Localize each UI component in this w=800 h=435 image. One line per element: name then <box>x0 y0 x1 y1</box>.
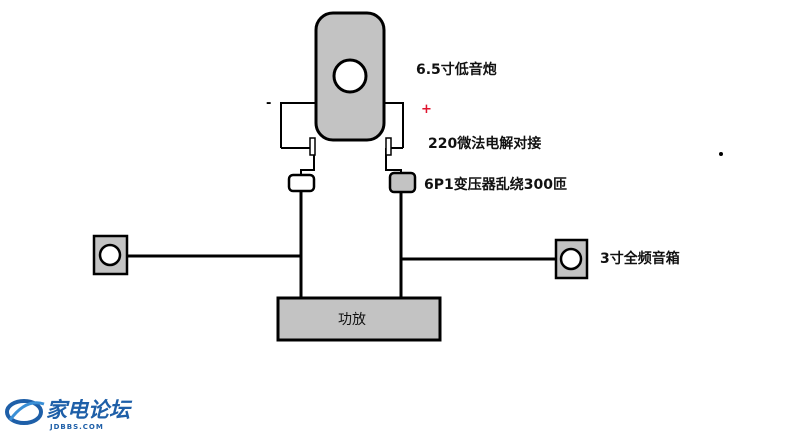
logo-text-cn: 家电论坛 <box>46 398 133 422</box>
capacitor <box>309 137 392 156</box>
woofer <box>314 11 386 142</box>
amplifier: 功放 <box>276 296 442 342</box>
capacitor-plate-left <box>309 137 316 156</box>
speaker-left-cone <box>98 243 122 267</box>
capacitor-plate-right <box>385 137 392 156</box>
minus-sign: - <box>266 96 271 111</box>
capacitor-label: 220微法电解对接 <box>428 135 541 152</box>
transformer-label: 6P1变压器乱绕300匝 <box>424 176 567 193</box>
amplifier-label: 功放 <box>338 312 366 328</box>
woofer-label: 6.5寸低音炮 <box>416 61 497 78</box>
amplifier-box <box>276 296 442 342</box>
stray-dot <box>719 152 723 156</box>
forum-logo: 家电论坛 JDBBS.COM <box>5 398 133 431</box>
wire-left-tap <box>300 148 315 176</box>
plus-sign: + <box>421 102 432 117</box>
speaker-right-cone <box>559 247 583 271</box>
logo-swoosh-icon <box>5 399 43 425</box>
logo-text-en: JDBBS.COM <box>49 423 104 431</box>
fullrange-label: 3寸全频音箱 <box>600 250 680 267</box>
transformer-terminal-right <box>388 171 417 194</box>
woofer-cone <box>332 58 368 94</box>
transformer <box>287 171 417 194</box>
logo-swoosh-accent <box>8 401 45 421</box>
transformer-terminal-left <box>287 173 316 193</box>
wire-capacitor-loop <box>280 102 404 148</box>
wires <box>127 102 556 298</box>
speaker-right <box>554 238 589 280</box>
speaker-left <box>92 234 129 276</box>
